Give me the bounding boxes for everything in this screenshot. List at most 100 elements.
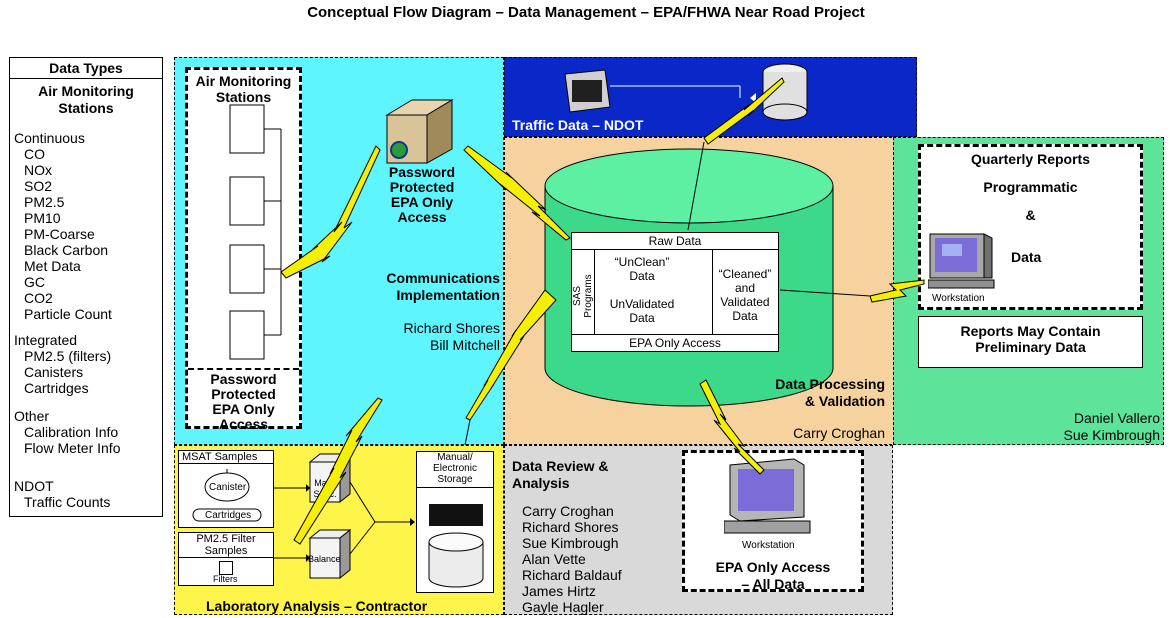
lightning-icon (699, 379, 765, 475)
cleaned-label: “Cleaned” (718, 267, 772, 281)
review-person: Sue Kimbrough (522, 535, 619, 551)
review-workstation-label: Workstation (742, 540, 795, 551)
processing-section-title: & Validation (804, 393, 885, 409)
lightning-icon (465, 289, 557, 421)
cleaned-label: Data (732, 309, 758, 323)
reports-person: Sue Kimbrough (1063, 427, 1160, 443)
data-types-header: Data Types (10, 58, 162, 79)
raw-data-label: Raw Data (572, 233, 778, 250)
integrated-item: PM2.5 (filters) (24, 348, 112, 364)
station-box (229, 104, 265, 154)
integrated-label: Integrated (14, 332, 78, 348)
balance-label: Balance (308, 554, 341, 564)
other-label: Other (14, 408, 50, 424)
epa-access-label: EPA Only Access (715, 559, 831, 575)
continuous-item: SO2 (24, 178, 53, 194)
continuous-item: NOx (24, 162, 52, 178)
stations-box-title: Air Monitoring (195, 73, 292, 89)
quarterly-reports-label: Quarterly Reports (970, 151, 1091, 167)
cartridges-label: Cartridges (205, 510, 252, 521)
review-person: Alan Vette (522, 551, 586, 567)
pm-filter-label: PM2.5 Filter (196, 533, 256, 545)
unvalidated-label: UnValidated (609, 297, 675, 311)
continuous-label: Continuous (14, 130, 85, 146)
canister-label: Canister (209, 482, 247, 493)
server-caption: Protected (389, 179, 455, 195)
msat-samples-box: MSAT Samples Canister Cartridges (178, 450, 274, 528)
stations-title-2: Stations (58, 100, 114, 116)
server-caption: Access (397, 209, 447, 225)
lightning-icon (869, 279, 925, 303)
storage-label: Storage (437, 474, 473, 485)
lab-section-title: Laboratory Analysis – Contractor (206, 598, 428, 614)
connector-line (779, 289, 871, 297)
stations-box-title: Stations (215, 89, 272, 105)
station-connectors (229, 104, 282, 360)
review-person: Gayle Hagler (522, 599, 604, 615)
password-label: Access (218, 416, 269, 432)
ndot-item: Traffic Counts (24, 494, 111, 510)
continuous-item: PM2.5 (24, 194, 65, 210)
processing-person: Carry Croghan (793, 425, 885, 441)
continuous-item: GC (24, 274, 45, 290)
preliminary-label: Reports May Contain (960, 323, 1101, 339)
integrated-item: Canisters (24, 364, 84, 380)
msat-label: MSAT Samples (179, 451, 273, 464)
review-person: Richard Baldauf (522, 567, 622, 583)
storage-disk-icon (428, 532, 484, 588)
comm-section-title: Communications (386, 270, 500, 286)
continuous-item: CO2 (24, 290, 53, 306)
server-caption: Password (388, 164, 456, 180)
integrated-item: Cartridges (24, 380, 89, 396)
mass-spec-label: Mass (314, 478, 336, 488)
quarterly-reports-box: Quarterly Reports Programmatic & Data (918, 144, 1143, 310)
password-label: Password (210, 371, 277, 387)
comm-person: Bill Mitchell (429, 337, 500, 353)
preliminary-data-box: Reports May Contain Preliminary Data (918, 316, 1143, 368)
review-section-title: Data Review & (512, 458, 609, 474)
lightning-icon (463, 145, 571, 241)
reports-workstation-label: Workstation (932, 293, 985, 304)
pm-filter-box: PM2.5 Filter Samples Filters (178, 532, 274, 586)
lightning-icon (293, 397, 383, 545)
comm-section-title: Implementation (396, 287, 500, 303)
reports-data-label: Data (1011, 249, 1042, 265)
comm-person: Richard Shores (403, 320, 501, 336)
continuous-item: PM-Coarse (24, 226, 95, 242)
continuous-item: Black Carbon (24, 242, 109, 258)
epa-only-access-label: EPA Only Access (572, 334, 778, 352)
continuous-item: CO (24, 146, 45, 162)
ndot-label: NDOT (14, 478, 54, 494)
unclean-label: Data (629, 269, 655, 283)
review-person: Carry Croghan (522, 503, 614, 519)
unvalidated-label: Data (629, 311, 655, 325)
review-section-title: Analysis (512, 475, 570, 491)
cleaned-label: and Validated (720, 281, 770, 309)
storage-box: Manual/ Electronic Storage (416, 451, 494, 593)
workstation-icon (928, 233, 995, 289)
server-caption: EPA Only (390, 194, 454, 210)
review-workstation-icon (724, 458, 811, 534)
stations-title-1: Air Monitoring (38, 83, 134, 99)
storage-label: Manual/ (437, 452, 473, 463)
station-box (229, 244, 265, 294)
review-person: James Hirtz (522, 583, 596, 599)
other-item: Calibration Info (24, 424, 119, 440)
data-types-panel: Data Types Air Monitoring Stations Conti… (9, 57, 163, 517)
lightning-icon (280, 145, 381, 279)
unclean-label: “UnClean” (614, 255, 670, 269)
raw-data-box: Raw Data SAS Programs “UnClean” Data UnV… (571, 232, 779, 352)
preliminary-label: Preliminary Data (975, 339, 1086, 355)
station-box (229, 310, 265, 360)
server-icon (385, 99, 454, 164)
continuous-item: Particle Count (24, 306, 112, 322)
pm-filter-label: Samples (204, 545, 248, 557)
paper-stack-icon (429, 504, 483, 526)
traffic-data-label: Traffic Data – NDOT (512, 117, 644, 133)
lightning-icon (703, 77, 785, 145)
connector-line (687, 141, 705, 231)
ampersand-label: & (1025, 207, 1036, 223)
filters-label: Filters (213, 574, 238, 584)
storage-label: Electronic (433, 463, 477, 474)
